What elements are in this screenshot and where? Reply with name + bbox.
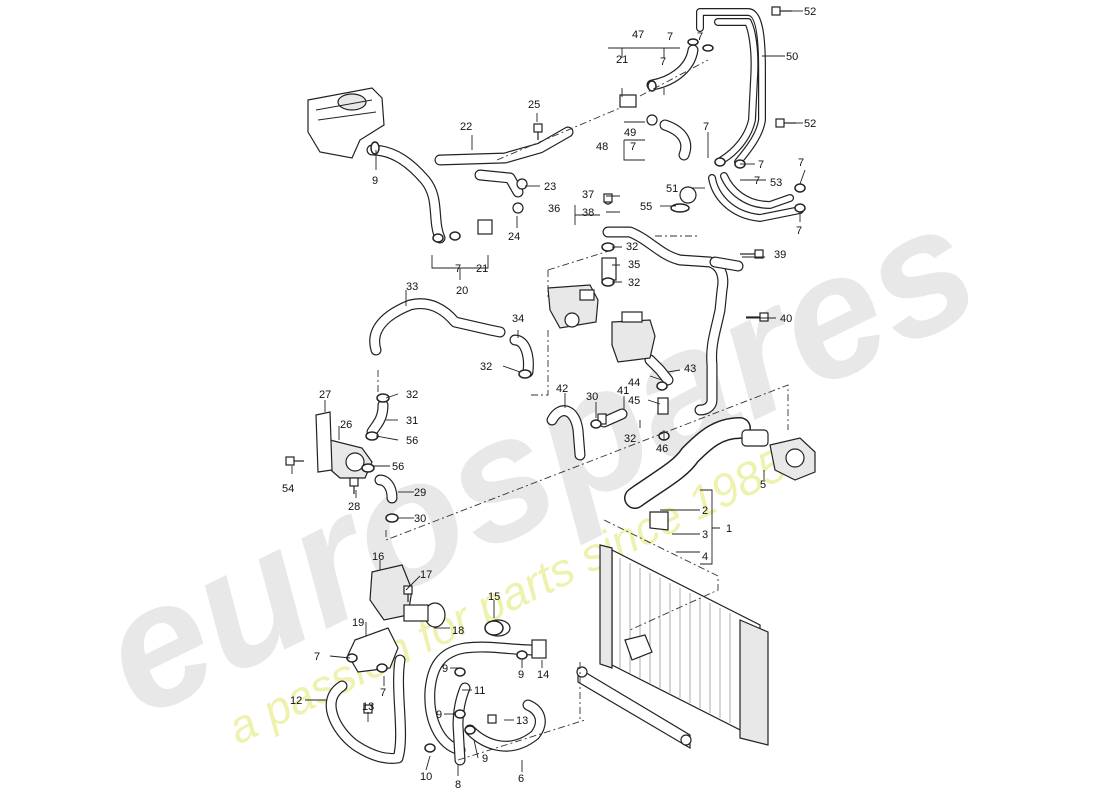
hoses [325,8,804,766]
callout-30a: 30 [414,513,426,525]
callout-2: 2 [702,505,708,517]
callout-44: 44 [628,377,640,389]
callout-7j: 7 [380,687,386,699]
callout-48: 48 [596,141,608,153]
callout-7f: 7 [798,157,804,169]
callout-38: 38 [582,207,594,219]
callout-43: 43 [684,363,696,375]
callout-35: 35 [628,259,640,271]
callout-32b: 32 [628,277,640,289]
callout-13b: 13 [516,715,528,727]
callout-20: 20 [456,285,468,297]
callout-32a: 32 [626,241,638,253]
callout-40: 40 [780,313,792,325]
callout-4: 4 [702,551,708,563]
auxiliary-pump [315,411,373,479]
callout-34: 34 [512,313,524,325]
callout-37: 37 [582,189,594,201]
callout-12: 12 [290,695,302,707]
callout-9b: 9 [442,663,448,675]
callout-5: 5 [760,479,766,491]
callout-47: 47 [632,29,644,41]
callout-32d: 32 [406,389,418,401]
hose-clamps [346,38,806,753]
callout-41: 41 [617,385,629,397]
radiator [599,544,769,746]
assembly-lines [377,59,789,761]
callout-15: 15 [488,591,500,603]
callout-7c: 7 [630,141,636,153]
callout-31: 31 [406,415,418,427]
callout-49: 49 [624,127,636,139]
callout-46: 46 [656,443,668,455]
callout-24: 24 [508,231,520,243]
callout-7e: 7 [758,159,764,171]
callout-1: 1 [726,523,732,535]
callout-19: 19 [352,617,364,629]
callout-36: 36 [548,203,560,215]
heater-valve [547,284,599,329]
callout-30b: 30 [586,391,598,403]
expansion-tank [307,87,385,159]
callout-7a: 7 [667,31,673,43]
callout-labels: 1 2 3 4 5 6 7 7 7 7 7 7 7 7 7 7 7 7 8 9 … [282,6,816,791]
callout-33: 33 [406,281,418,293]
callout-42: 42 [556,383,568,395]
callout-56a: 56 [406,435,418,447]
callout-22: 22 [460,121,472,133]
callout-26: 26 [340,419,352,431]
callout-21b: 21 [476,263,488,275]
callout-52a: 52 [804,6,816,18]
callout-9c: 9 [518,669,524,681]
callout-54: 54 [282,483,294,495]
callout-7g: 7 [796,225,802,237]
callout-39: 39 [774,249,786,261]
callout-23: 23 [544,181,556,193]
callout-18: 18 [452,625,464,637]
callout-7d: 7 [703,121,709,133]
watermark-brand: eurospares [71,165,1005,754]
callout-32c: 32 [480,361,492,373]
callout-7b: 7 [660,56,666,68]
callout-45: 45 [628,395,640,407]
callout-14: 14 [537,669,549,681]
callout-29: 29 [414,487,426,499]
callout-6: 6 [518,773,524,785]
callout-21a: 21 [616,54,628,66]
condenser [576,666,692,750]
callout-11: 11 [474,685,485,697]
callout-9d: 9 [436,709,442,721]
callout-7k: 7 [754,175,760,187]
thermostat-housing [741,429,816,481]
leader-lines [291,10,806,776]
callout-52b: 52 [804,118,816,130]
callout-13a: 13 [362,701,374,713]
water-pump-assembly [347,564,446,673]
callout-16: 16 [372,551,384,563]
callout-56b: 56 [392,461,404,473]
callout-9a: 9 [372,175,378,187]
callout-7i: 7 [314,651,320,663]
callout-32e: 32 [624,433,636,445]
callout-28: 28 [348,501,360,513]
callout-8: 8 [455,779,461,791]
electric-valve [611,311,656,363]
callout-7l: 7 [697,31,703,43]
callout-17: 17 [420,569,432,581]
callout-9e: 9 [482,753,488,765]
callout-10: 10 [420,771,432,783]
watermark: eurospares a passion for parts since 198… [71,165,1005,754]
callout-55: 55 [640,201,652,213]
callout-3: 3 [702,529,708,541]
callout-25: 25 [528,99,540,111]
callout-51: 51 [666,183,678,195]
callout-53: 53 [770,177,782,189]
callout-7h: 7 [455,263,461,275]
components [285,6,816,753]
callout-27: 27 [319,389,331,401]
callout-50: 50 [786,51,798,63]
